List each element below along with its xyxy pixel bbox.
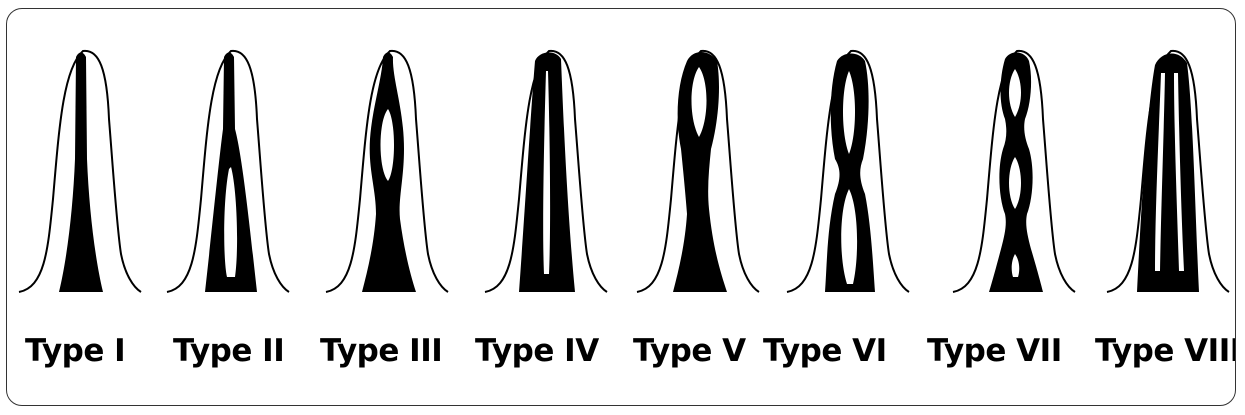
label-type-7: Type VII (927, 336, 1062, 367)
label-type-2: Type II (173, 336, 284, 367)
root-canal (1137, 53, 1199, 292)
tooth-type-7 (953, 51, 1075, 292)
tooth-type-1 (19, 51, 141, 292)
root-canal (989, 52, 1043, 292)
label-type-1: Type I (25, 336, 125, 367)
root-canal (673, 52, 727, 292)
root-canal (519, 52, 575, 292)
figure-frame: Type I Type II Type III Type IV Type V T… (6, 8, 1236, 406)
label-type-6: Type VI (763, 336, 887, 367)
tooth-type-8 (1107, 51, 1229, 292)
root-canal (362, 53, 416, 293)
label-type-8: Type VIII (1095, 336, 1236, 367)
tooth-type-4 (485, 51, 607, 292)
root-canal (825, 54, 875, 293)
label-type-4: Type IV (475, 336, 599, 367)
tooth-type-3 (326, 51, 448, 292)
label-type-3: Type III (320, 336, 442, 367)
tooth-outline (485, 51, 607, 292)
root-canal (205, 53, 257, 293)
tooth-type-5 (637, 51, 759, 292)
tooth-type-2 (167, 51, 289, 292)
tooth-type-6 (787, 51, 909, 292)
label-type-5: Type V (633, 336, 746, 367)
